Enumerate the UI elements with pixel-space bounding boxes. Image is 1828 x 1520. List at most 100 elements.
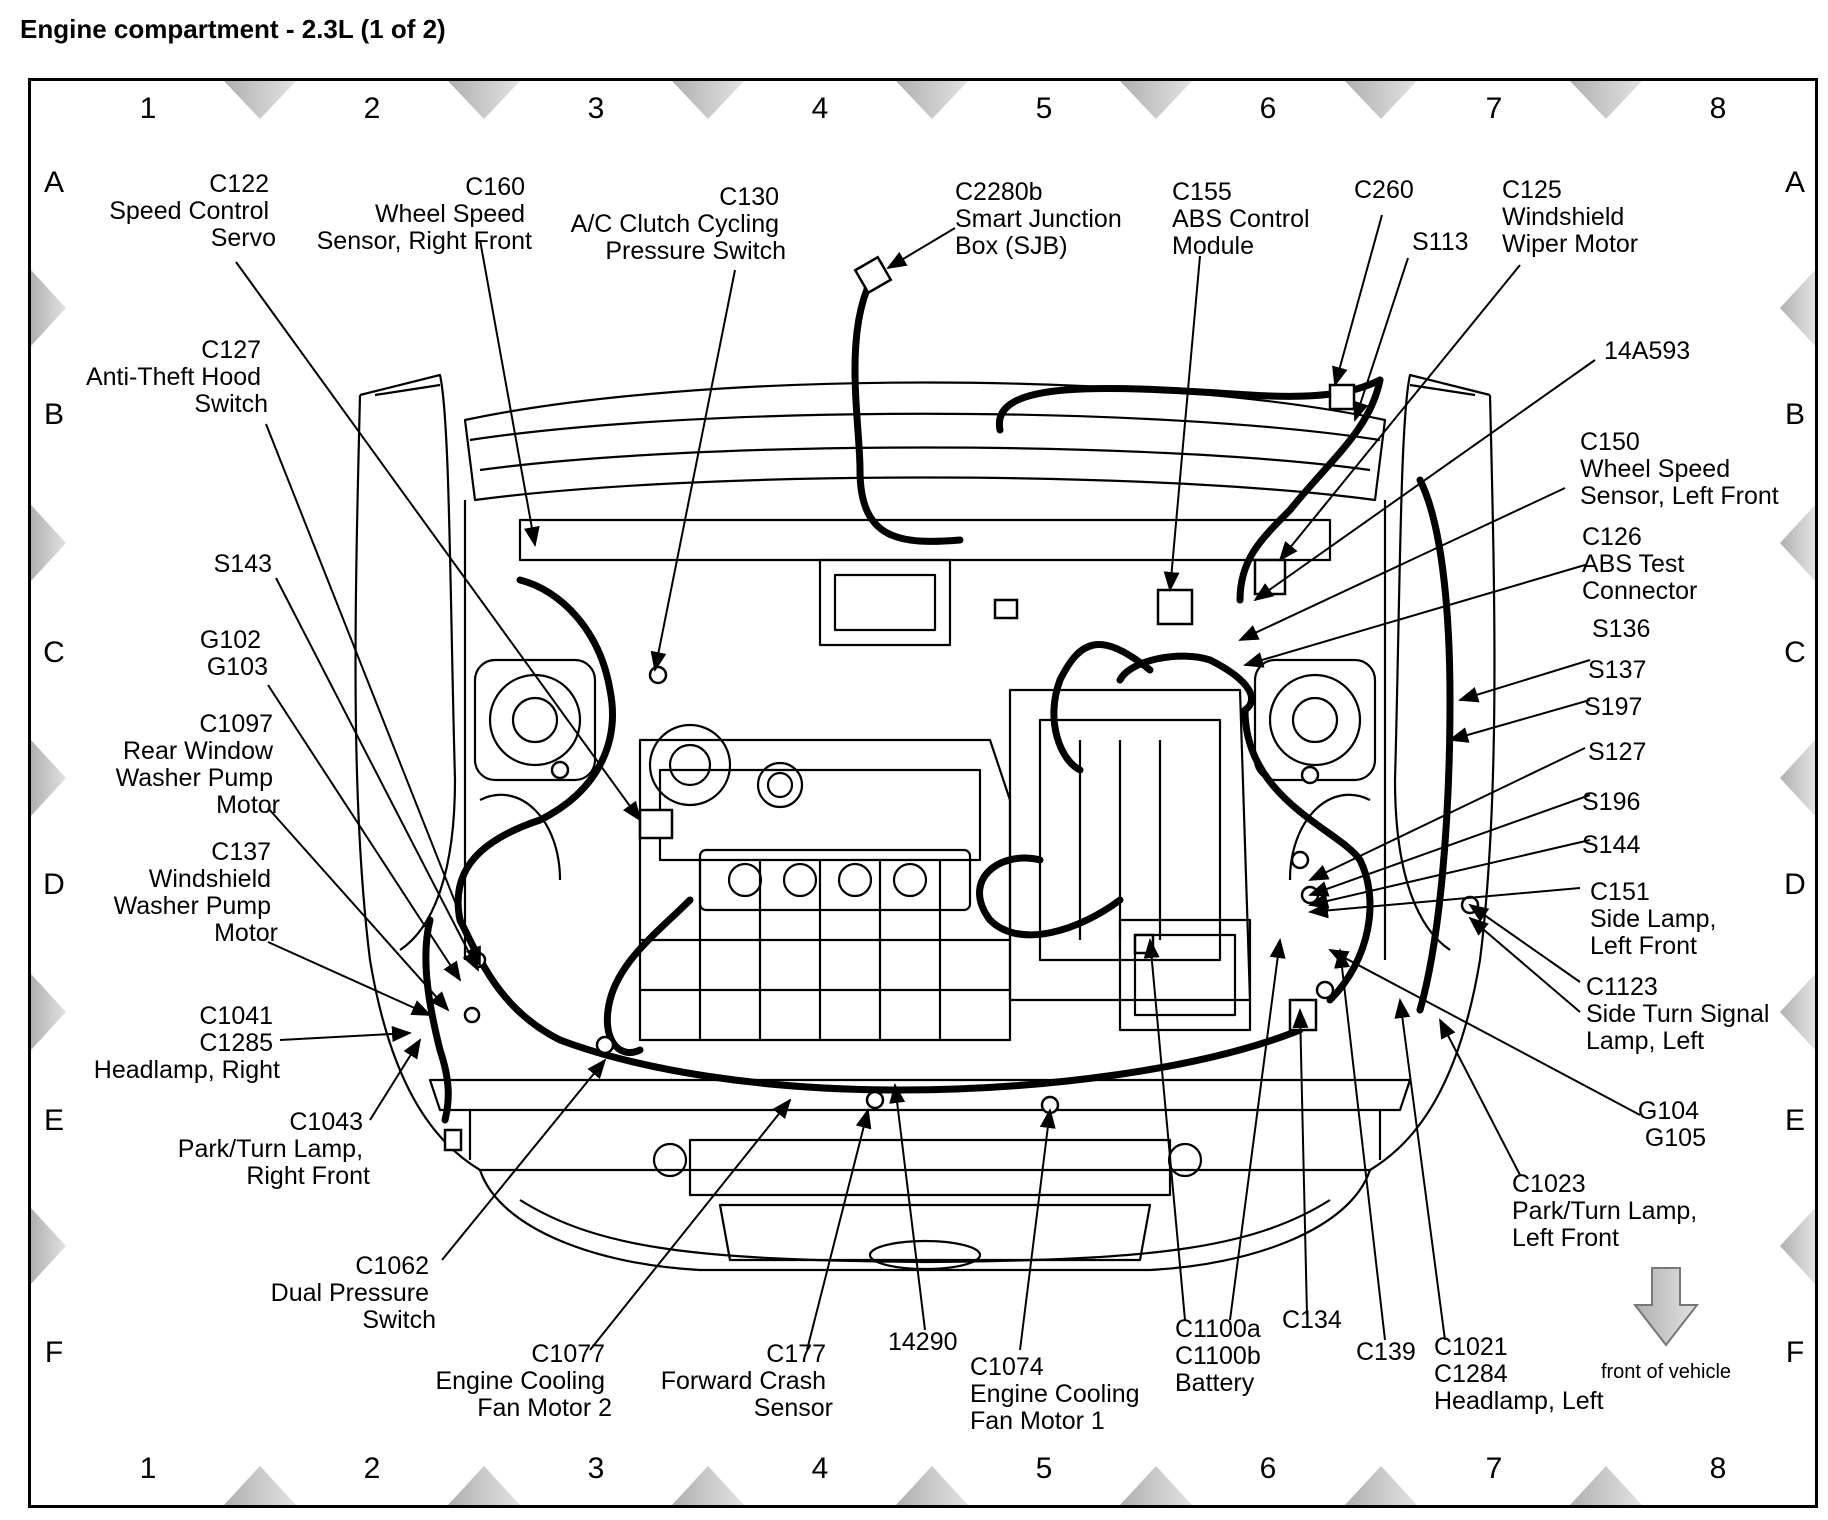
label-c1023: C1023 Park/Turn Lamp, Left Front <box>1512 1170 1704 1252</box>
grid-col-top-2: 2 <box>364 92 381 125</box>
grid-col-top-5: 5 <box>1036 92 1053 125</box>
grid-row-right-A: A <box>1785 166 1805 199</box>
grid-marker-left-1 <box>31 270 66 346</box>
label-s136: S136 <box>1592 615 1650 643</box>
grid-marker-top-6 <box>1345 81 1417 119</box>
leader-lines <box>235 214 1641 1351</box>
grid-marker-bottom-2 <box>448 1466 520 1505</box>
grid-col-top-1: 1 <box>140 92 157 125</box>
grid-col-bottom-1: 1 <box>140 1452 157 1485</box>
grid-marker-top-4 <box>896 81 968 119</box>
front-arrow-icon <box>1632 1267 1700 1347</box>
grid-col-top-3: 3 <box>588 92 605 125</box>
grid-col-bottom-5: 5 <box>1036 1452 1053 1485</box>
label-c1021: C1021 C1284 Headlamp, Left <box>1434 1333 1604 1415</box>
label-c155: C155 ABS Control Module <box>1172 178 1317 260</box>
grid-marker-top-1 <box>224 81 296 119</box>
label-s143: S143 <box>214 550 272 578</box>
grid-col-top-4: 4 <box>812 92 829 125</box>
label-c1062: C1062 Dual Pressure Switch <box>271 1252 436 1334</box>
label-c160: C160 Wheel Speed Sensor, Right Front <box>317 173 532 255</box>
grid-col-top-7: 7 <box>1486 92 1503 125</box>
label-s137: S137 <box>1588 656 1646 684</box>
grid-marker-top-5 <box>1120 81 1192 119</box>
label-s197: S197 <box>1584 693 1642 721</box>
grid-marker-right-3 <box>1780 740 1815 816</box>
grid-row-right-D: D <box>1784 868 1806 901</box>
label-front-of-vehicle: front of vehicle <box>1601 1361 1731 1383</box>
grid-row-right-F: F <box>1786 1336 1804 1369</box>
label-c1043: C1043 Park/Turn Lamp, Right Front <box>178 1108 370 1190</box>
label-14a593: 14A593 <box>1604 337 1690 365</box>
grid-markers <box>31 81 1815 1505</box>
grid-marker-left-2 <box>31 505 66 581</box>
label-c1041: C1041 C1285 Headlamp, Right <box>94 1002 280 1084</box>
grid-marker-right-5 <box>1780 1208 1815 1284</box>
label-c1074: C1074 Engine Cooling Fan Motor 1 <box>970 1353 1147 1435</box>
grid-marker-top-7 <box>1570 81 1642 119</box>
grid-row-right-B: B <box>1785 398 1805 431</box>
label-c122: C122 Speed Control Servo <box>109 170 276 252</box>
grid-col-bottom-6: 6 <box>1260 1452 1277 1485</box>
grid-marker-bottom-7 <box>1570 1466 1642 1505</box>
grid-marker-left-4 <box>31 974 66 1050</box>
grid-row-left-D: D <box>43 868 65 901</box>
label-s127: S127 <box>1588 738 1646 766</box>
grid-row-left-F: F <box>45 1336 63 1369</box>
label-c151: C151 Side Lamp, Left Front <box>1590 878 1723 960</box>
label-s113: S113 <box>1412 228 1469 256</box>
label-c1077: C1077 Engine Cooling Fan Motor 2 <box>435 1340 612 1422</box>
grid-marker-right-2 <box>1780 505 1815 581</box>
grid-marker-right-1 <box>1780 270 1815 346</box>
grid-marker-bottom-5 <box>1120 1466 1192 1505</box>
label-c177: C177 Forward Crash Sensor <box>661 1340 833 1422</box>
label-c260: C260 <box>1354 176 1414 204</box>
label-c126: C126 ABS Test Connector <box>1582 523 1697 605</box>
label-s196: S196 <box>1582 788 1640 816</box>
grid-col-bottom-8: 8 <box>1710 1452 1727 1485</box>
grid-marker-left-5 <box>31 1208 66 1284</box>
grid-marker-right-4 <box>1780 974 1815 1050</box>
grid-col-top-8: 8 <box>1710 92 1727 125</box>
grid-row-left-B: B <box>44 398 64 431</box>
grid-col-bottom-7: 7 <box>1486 1452 1503 1485</box>
wiring-harness <box>422 261 1454 1124</box>
grid-col-bottom-2: 2 <box>364 1452 381 1485</box>
label-c139: C139 <box>1356 1338 1416 1366</box>
grid-row-left-E: E <box>44 1104 64 1137</box>
grid-marker-bottom-4 <box>896 1466 968 1505</box>
label-g104: G104 G105 <box>1638 1097 1706 1152</box>
label-c1097: C1097 Rear Window Washer Pump Motor <box>116 710 280 819</box>
label-g102: G102 G103 <box>200 626 268 681</box>
grid-marker-top-3 <box>672 81 744 119</box>
grid-marker-bottom-6 <box>1345 1466 1417 1505</box>
grid-row-left-C: C <box>43 636 65 669</box>
label-c137: C137 Windshield Washer Pump Motor <box>114 838 278 947</box>
callout-labels: C122 Speed Control Servo C160 Wheel Spee… <box>86 170 1779 1435</box>
label-c134: C134 <box>1282 1306 1342 1334</box>
grid-marker-bottom-3 <box>672 1466 744 1505</box>
grid-col-bottom-3: 3 <box>588 1452 605 1485</box>
grid-col-top-6: 6 <box>1260 92 1277 125</box>
grid-col-bottom-4: 4 <box>812 1452 829 1485</box>
label-c1100: C1100a C1100b Battery <box>1175 1315 1268 1397</box>
label-c150: C150 Wheel Speed Sensor, Left Front <box>1580 428 1779 510</box>
grid-row-left-A: A <box>44 166 64 199</box>
label-c2280b: C2280b Smart Junction Box (SJB) <box>955 178 1129 260</box>
connectors <box>443 255 1480 1152</box>
label-c1123: C1123 Side Turn Signal Lamp, Left <box>1586 973 1776 1055</box>
label-c127: C127 Anti-Theft Hood Switch <box>86 336 268 418</box>
diagram-frame <box>28 78 1818 1508</box>
label-c125: C125 Windshield Wiper Motor <box>1502 176 1638 258</box>
grid-row-right-E: E <box>1785 1104 1805 1137</box>
grid-row-right-C: C <box>1784 636 1806 669</box>
label-c130: C130 A/C Clutch Cycling Pressure Switch <box>571 183 786 265</box>
label-14290: 14290 <box>888 1328 958 1356</box>
page-title: Engine compartment - 2.3L (1 of 2) <box>20 14 446 44</box>
label-s144: S144 <box>1582 831 1640 859</box>
grid-marker-bottom-1 <box>224 1466 296 1505</box>
grid-marker-left-3 <box>31 740 66 816</box>
grid-marker-top-2 <box>448 81 520 119</box>
